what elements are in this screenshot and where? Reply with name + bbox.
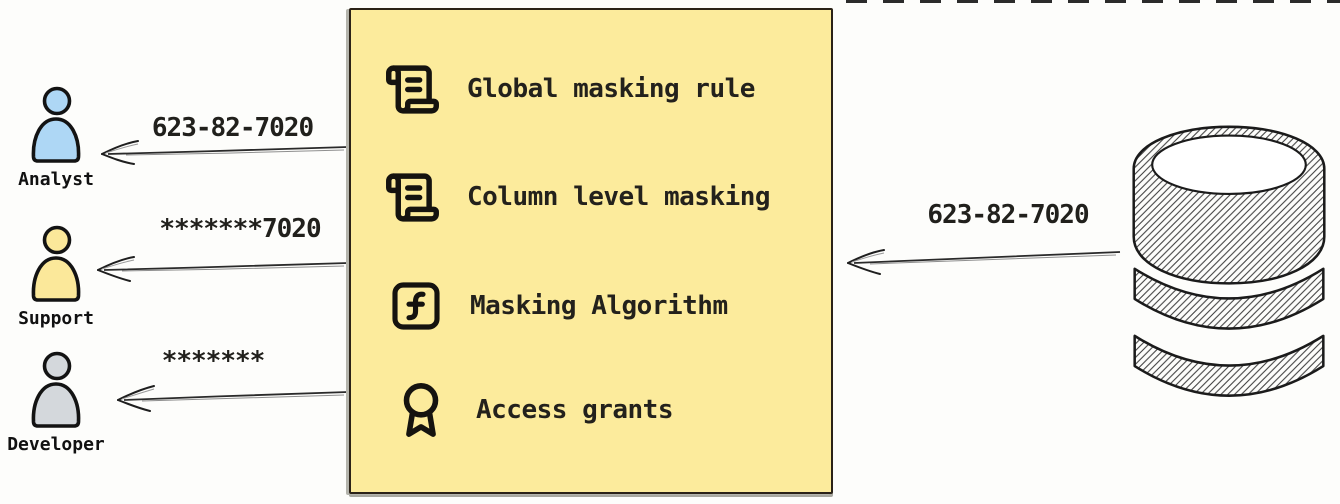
top-border-dashes — [846, 0, 1340, 3]
support-head — [42, 225, 72, 255]
persona-label: Support — [18, 308, 94, 329]
support-body — [31, 256, 81, 302]
developer-body — [31, 382, 81, 428]
rule-row-column-masking: Column level masking — [384, 166, 771, 228]
rule-label: Masking Algorithm — [470, 291, 728, 321]
database-raw-value: 623-82-7020 — [927, 200, 1089, 230]
database-container — [1125, 120, 1333, 402]
support-masked-value: *******7020 — [159, 214, 321, 244]
persona-label: Developer — [7, 434, 105, 455]
rule-label: Global masking rule — [467, 74, 755, 104]
database-icon — [1132, 125, 1326, 397]
rule-label: Column level masking — [467, 182, 771, 212]
persona-analyst: Analyst — [6, 86, 106, 190]
developer-person-icon — [31, 351, 81, 428]
database-bottom-band — [1133, 334, 1325, 397]
developer-masked-value: ******* — [161, 346, 266, 376]
database-top-opening — [1151, 134, 1307, 195]
arrow-database-to-box-icon — [847, 249, 1121, 275]
rule-row-access-grants: Access grants — [392, 378, 674, 442]
scroll-text-icon — [386, 64, 439, 114]
analyst-head — [42, 86, 72, 116]
arrow-to-analyst-icon — [101, 140, 349, 165]
persona-developer: Developer — [6, 351, 106, 455]
persona-support: Support — [6, 225, 106, 329]
analyst-person-icon — [31, 86, 81, 163]
support-person-icon — [31, 225, 81, 302]
arrow-to-support-icon — [97, 256, 349, 282]
scroll-text-icon — [386, 172, 439, 222]
analyst-masked-value: 623-82-7020 — [151, 113, 314, 143]
award-icon — [403, 383, 439, 437]
database-middle-band — [1133, 267, 1325, 330]
analyst-body — [31, 117, 81, 163]
rule-row-global-masking: Global masking rule — [384, 58, 755, 120]
rule-label: Access grants — [476, 395, 674, 425]
arrow-to-developer-icon — [117, 385, 349, 412]
persona-label: Analyst — [18, 169, 94, 190]
rule-row-masking-algorithm: Masking Algorithm — [388, 276, 728, 336]
developer-head — [42, 351, 72, 381]
function-square-icon — [392, 282, 440, 330]
